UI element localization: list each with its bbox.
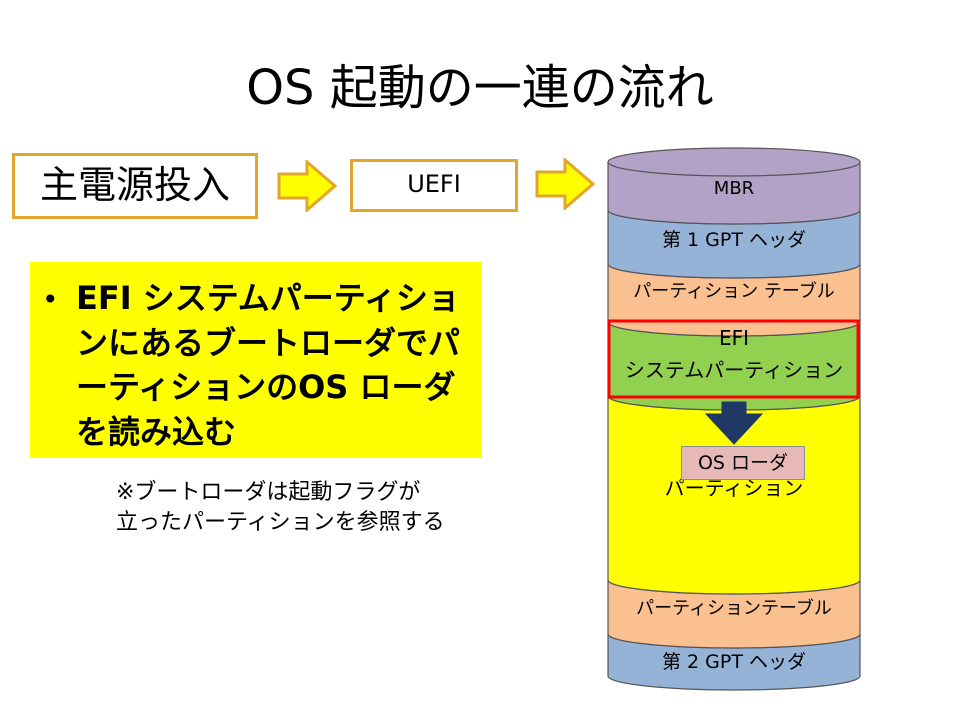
power-on-label: 主電源投入 xyxy=(39,163,230,207)
bullet-text: EFI システムパーティションにあるブートローダでパーティションのOS ローダを… xyxy=(76,279,461,451)
flow-arrow-1 xyxy=(277,160,337,212)
power-on-box: 主電源投入 xyxy=(12,153,258,219)
down-arrow-icon xyxy=(704,401,764,445)
flow-arrow-2 xyxy=(535,158,595,210)
note: ※ブートローダは起動フラグが 立ったパーティションを参照する xyxy=(116,478,496,538)
uefi-label: UEFI xyxy=(407,170,461,198)
slide-title: OS 起動の一連の流れ xyxy=(246,60,714,116)
efi-label-line-2: システムパーティション xyxy=(624,358,844,382)
bullet-dot-icon: • xyxy=(42,283,59,316)
gpt-header-1-label: 第 1 GPT ヘッダ xyxy=(662,229,806,251)
efi-label-line-1: EFI xyxy=(718,326,750,350)
os-loader-box: OS ローダ xyxy=(681,446,805,480)
mbr-segment xyxy=(607,161,861,225)
note-line-2: 立ったパーティションを参照する xyxy=(116,510,445,535)
bullet-box: • EFI システムパーティションにあるブートローダでパーティションのOS ロー… xyxy=(30,262,482,458)
uefi-box: UEFI xyxy=(350,159,518,212)
efi-highlight-frame xyxy=(607,319,860,399)
efi-partition-label: EFI システムパーティション xyxy=(609,322,859,386)
partition-table-2-label: パーティションテーブル xyxy=(636,598,832,619)
gpt-header-2-label: 第 2 GPT ヘッダ xyxy=(662,651,806,673)
mbr-label: MBR xyxy=(713,178,755,199)
disk-cylinder xyxy=(607,147,861,691)
cylinder-top xyxy=(607,147,861,177)
partition-label: パーティション xyxy=(664,476,804,500)
note-line-1: ※ブートローダは起動フラグが xyxy=(116,480,421,505)
partition-table-1-label: パーティション テーブル xyxy=(633,281,835,302)
